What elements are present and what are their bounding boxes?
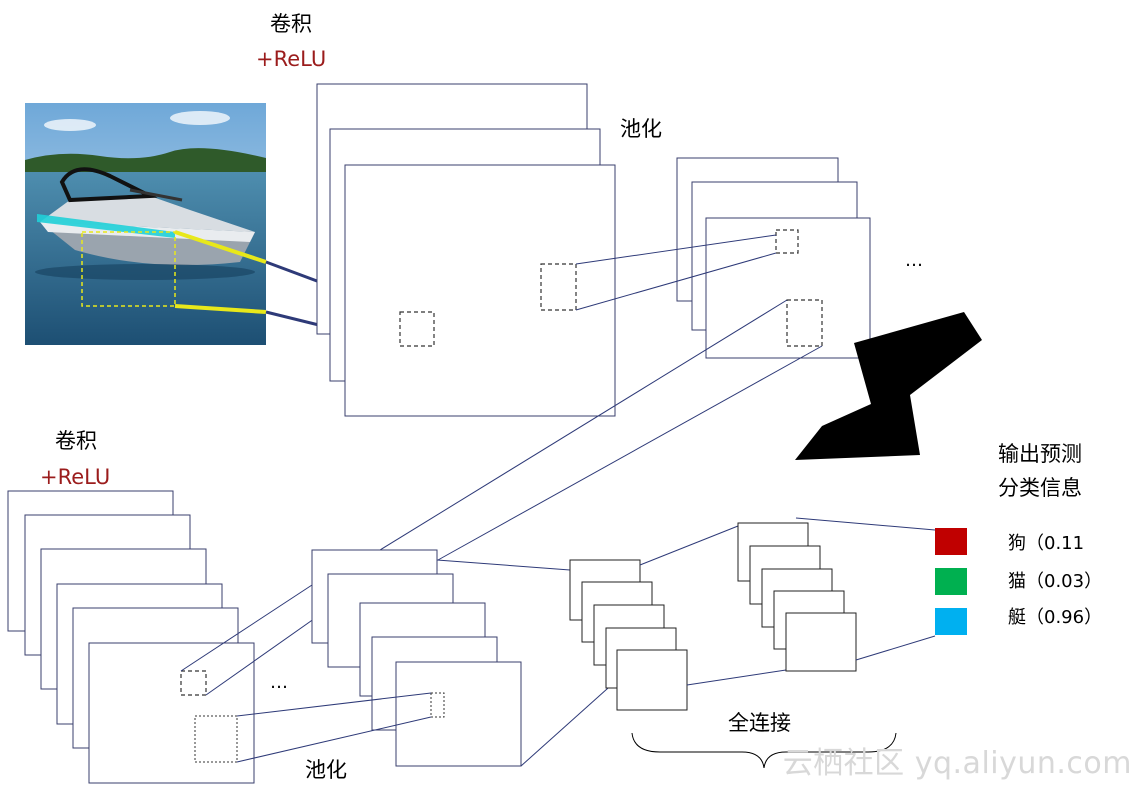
ellipsis-top: … — [905, 250, 923, 271]
pool-source-window — [540, 263, 577, 311]
output-title-line2: 分类信息 — [998, 476, 1082, 500]
relu-label-top: +ReLU — [256, 47, 326, 71]
conv-window-bottom — [180, 670, 207, 696]
pool-output-window-bottom — [430, 692, 445, 718]
output-swatch-boat — [935, 608, 967, 635]
fc-stack-2 — [737, 522, 857, 672]
input-boat-image — [25, 103, 266, 345]
pool-output-window — [775, 229, 799, 254]
ellipsis-bottom: … — [270, 672, 288, 693]
output-label-boat: 艇（0.96） — [1008, 607, 1102, 628]
output-title-line1: 输出预测 — [998, 442, 1082, 466]
conv-stack-bottom — [7, 490, 255, 784]
fc-stack-1 — [569, 559, 688, 711]
fc-brace — [631, 732, 897, 769]
watermark: 云栖社区 yq.aliyun.com — [782, 746, 1132, 781]
feature-map — [88, 642, 255, 784]
pool-next-window — [786, 299, 823, 347]
pool-label-bottom: 池化 — [305, 758, 347, 782]
flow-arrow-icon — [795, 312, 982, 460]
pool-label-top: 池化 — [620, 117, 662, 141]
fc-layer — [616, 649, 688, 711]
output-swatch-cat — [935, 568, 967, 595]
conv-receptive-window — [399, 311, 435, 347]
feature-map — [395, 661, 522, 767]
output-label-dog: 狗（0.11 — [1008, 533, 1084, 554]
pool-stack-bottom — [311, 549, 522, 767]
feature-map — [705, 217, 871, 359]
conv-label-bottom: 卷积 — [55, 429, 97, 453]
pool-stack-top — [676, 157, 871, 359]
relu-label-bottom: +ReLU — [40, 465, 110, 489]
output-swatch-dog — [935, 528, 967, 555]
feature-map — [344, 164, 616, 417]
pool-window-bottom — [194, 715, 238, 763]
conv-stack-top — [316, 83, 616, 417]
fc-layer — [785, 612, 857, 672]
output-label-cat: 猫（0.03） — [1008, 571, 1102, 592]
fc-label: 全连接 — [728, 711, 791, 735]
conv-label-top: 卷积 — [270, 12, 312, 36]
